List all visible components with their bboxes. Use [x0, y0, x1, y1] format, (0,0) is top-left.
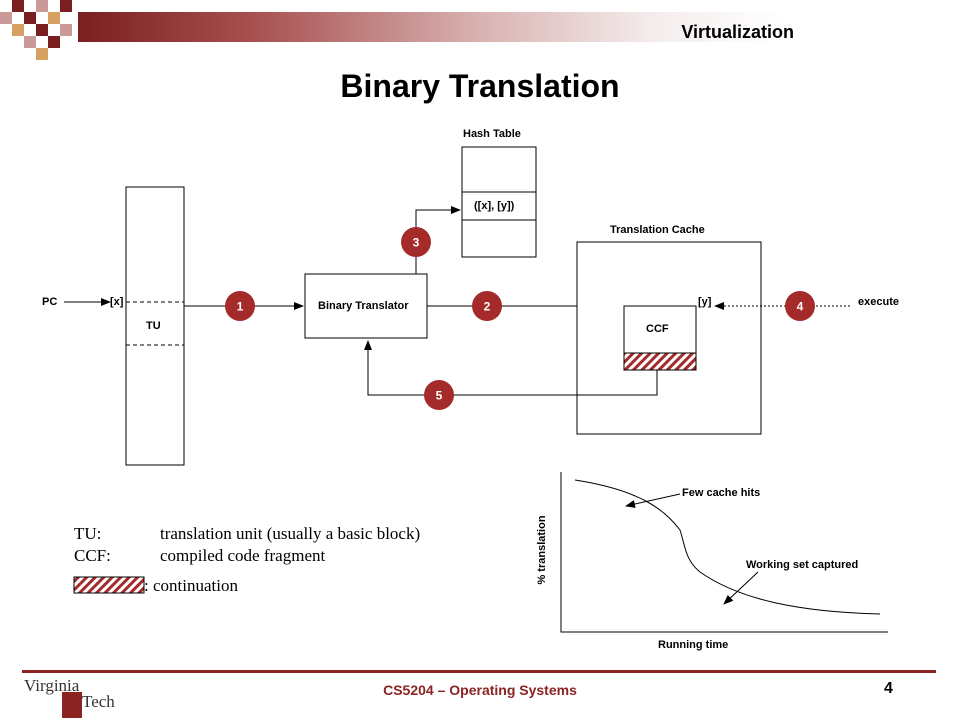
- tu-column: [125, 186, 185, 466]
- hash-entry: ([x], [y]): [474, 200, 515, 212]
- header-square: [0, 12, 12, 24]
- x-label: [x]: [110, 296, 124, 308]
- university-logo: Virginia Tech: [22, 676, 132, 720]
- logo-text-bottom: Tech: [82, 692, 115, 711]
- header-square: [12, 0, 24, 12]
- logo-mark-icon: [62, 692, 82, 718]
- binary-translator-label: Binary Translator: [318, 300, 409, 312]
- step-circle-4: 4: [785, 291, 815, 321]
- header-square: [48, 12, 60, 24]
- hash-table: [461, 146, 537, 258]
- step-circle-3: 3: [401, 227, 431, 257]
- hash-table-title: Hash Table: [463, 128, 521, 140]
- graph-x-label: Running time: [658, 639, 729, 651]
- step-circle-1: 1: [225, 291, 255, 321]
- graph-y-label: % translation: [536, 515, 548, 584]
- step-number: 3: [413, 236, 420, 250]
- header-square: [12, 24, 24, 36]
- logo-text-top: Virginia: [24, 676, 80, 695]
- step-circle-2: 2: [472, 291, 502, 321]
- header-square: [24, 12, 36, 24]
- step-number: 4: [797, 300, 804, 314]
- page-number: 4: [884, 680, 893, 697]
- header-square: [60, 0, 72, 12]
- legend-ccf-term: CCF:: [74, 546, 111, 565]
- translation-cache-title: Translation Cache: [610, 224, 705, 236]
- ccf-label: CCF: [646, 323, 669, 335]
- header-square: [36, 48, 48, 60]
- step-circle-5: 5: [424, 380, 454, 410]
- step-number: 5: [436, 389, 443, 403]
- header-square: [60, 24, 72, 36]
- header-band: [78, 12, 960, 42]
- step-number: 1: [237, 300, 244, 314]
- header-square: [48, 36, 60, 48]
- graph-annotation-working-set: Working set captured: [746, 559, 859, 571]
- y-label: [y]: [698, 296, 712, 308]
- execute-label: execute: [858, 296, 899, 308]
- step-number: 2: [484, 300, 491, 314]
- legend-hatch-swatch: [73, 576, 145, 594]
- pc-label: PC: [42, 296, 58, 308]
- graph-curve: [574, 479, 881, 615]
- legend-ccf-def: compiled code fragment: [160, 546, 326, 565]
- legend-tu-def: translation unit (usually a basic block): [160, 524, 421, 543]
- header-square: [36, 0, 48, 12]
- footer-rule: [22, 670, 936, 673]
- tu-label: TU: [146, 320, 161, 332]
- header-square: [24, 36, 36, 48]
- ccf-continuation: [623, 352, 697, 371]
- legend-continuation-def: : continuation: [144, 576, 238, 595]
- slide-title: Binary Translation: [340, 68, 620, 104]
- header-title: Virtualization: [681, 22, 794, 42]
- legend-tu-term: TU:: [74, 524, 102, 543]
- annotation-arrow-2: [723, 571, 759, 605]
- footer-course: CS5204 – Operating Systems: [383, 682, 577, 698]
- continuation-loop-arrow: [364, 340, 658, 396]
- graph-annotation-few-cache-hits: Few cache hits: [682, 487, 761, 499]
- graph-axes: [560, 472, 888, 633]
- annotation-arrow-1: [625, 493, 681, 508]
- header-square: [36, 24, 48, 36]
